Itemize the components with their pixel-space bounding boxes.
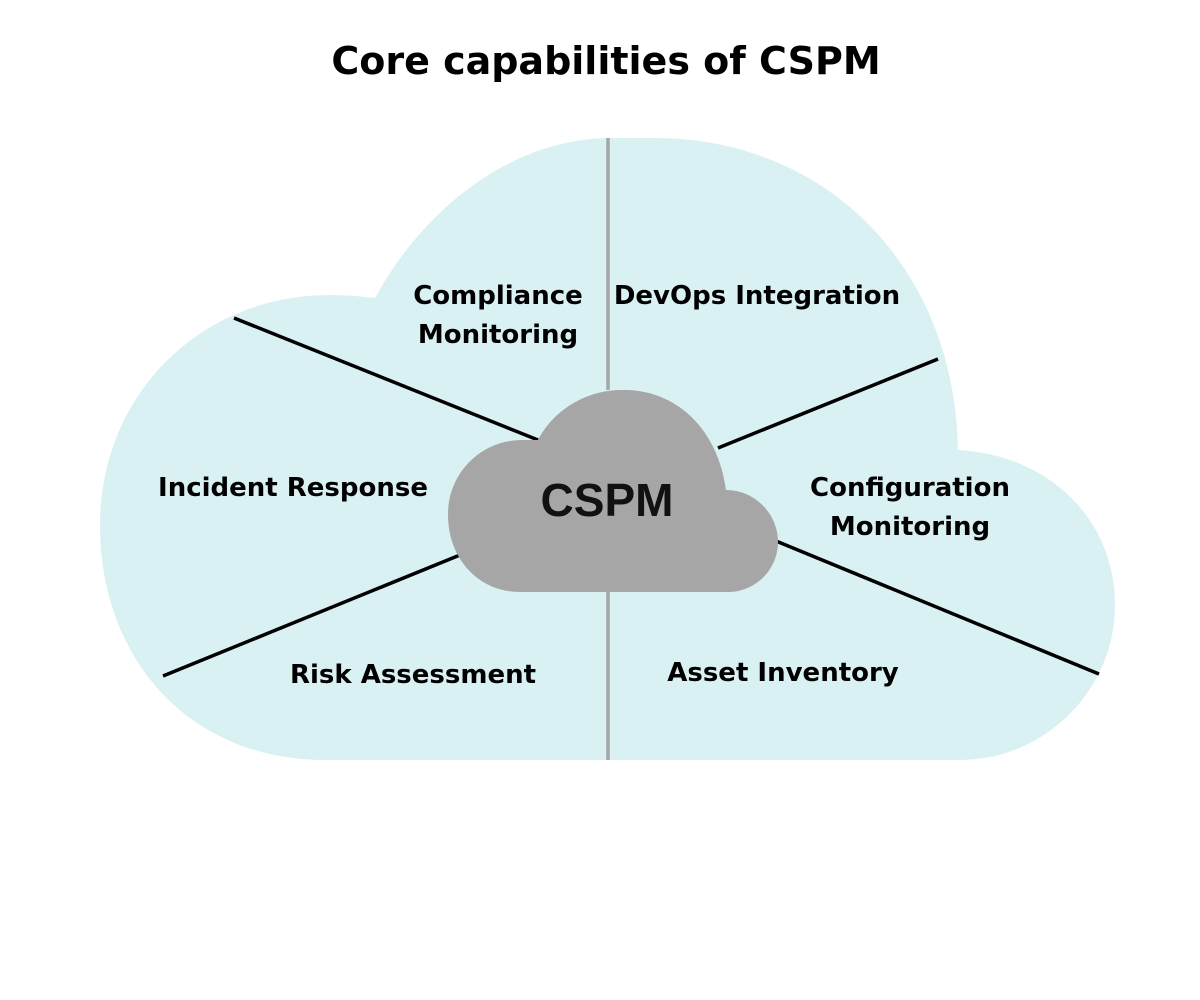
segment-label-line: Incident Response: [158, 473, 428, 503]
segment-label-line: Configuration: [810, 473, 1010, 503]
segment-label-line: Monitoring: [830, 512, 990, 542]
segment-label-devops: DevOps Integration: [614, 281, 900, 311]
diagram-title: Core capabilities of CSPM: [331, 39, 880, 83]
segment-label-line: Risk Assessment: [290, 660, 536, 690]
inner-cloud-shape: [448, 390, 778, 592]
segment-label-incident: Incident Response: [158, 473, 428, 503]
segment-label-line: Compliance: [413, 281, 583, 311]
segment-label-line: Asset Inventory: [667, 658, 899, 688]
center-label: CSPM: [541, 474, 674, 526]
segment-label-risk: Risk Assessment: [290, 660, 536, 690]
segment-label-line: DevOps Integration: [614, 281, 900, 311]
divider-upper-left: [233, 316, 539, 442]
divider-upper-right: [717, 357, 939, 450]
segment-label-line: Monitoring: [418, 320, 578, 350]
divider-lower-left: [162, 553, 461, 678]
segment-label-asset: Asset Inventory: [667, 658, 899, 688]
divider-lower-right: [775, 539, 1100, 676]
